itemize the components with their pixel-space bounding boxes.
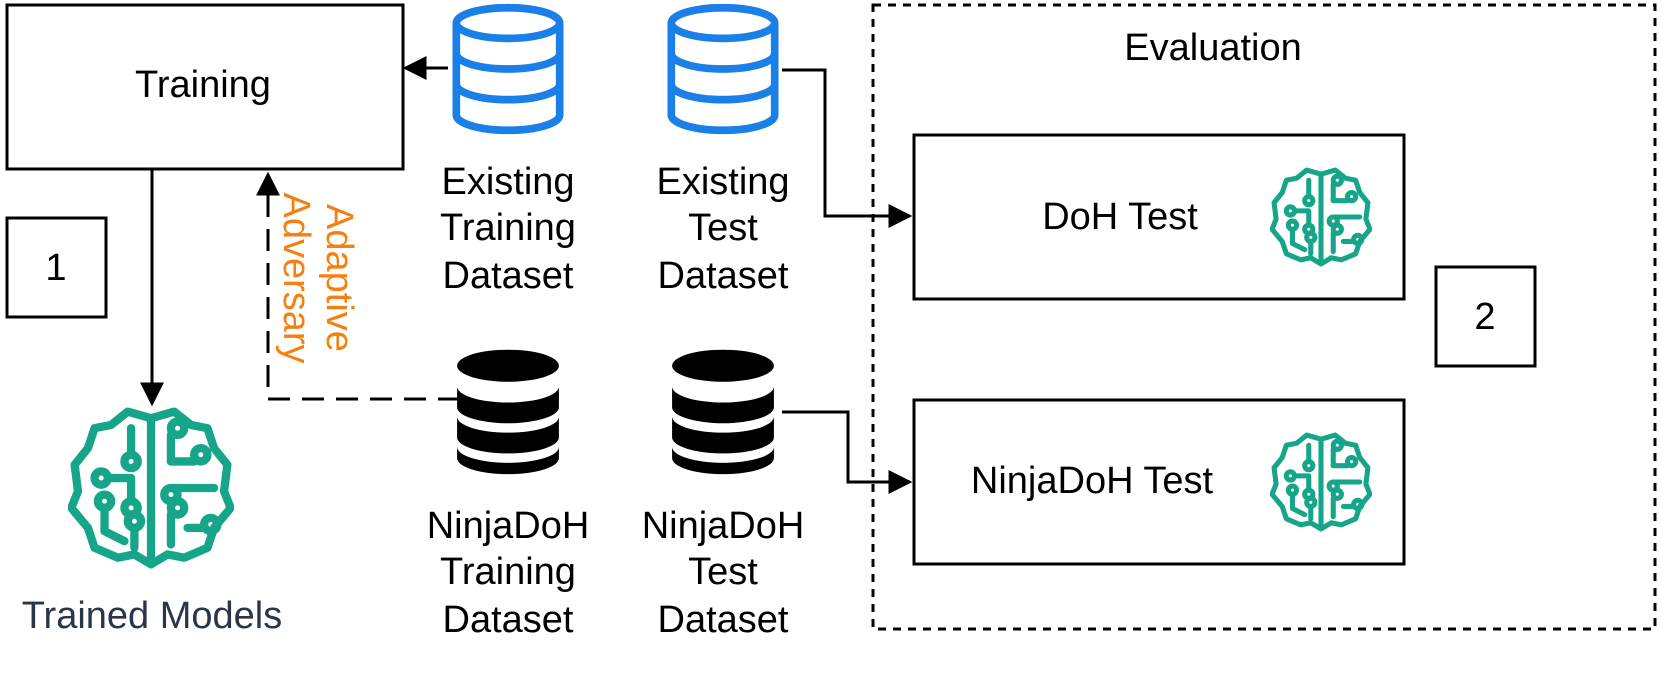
existing-test-to-doh-arrow xyxy=(782,68,913,228)
existing-training-dataset-icon xyxy=(456,8,559,131)
existing-training-line2: Training xyxy=(440,207,576,249)
step-two-label: 2 xyxy=(1474,296,1495,338)
ninjadoh-test-label: NinjaDoH Test xyxy=(971,460,1214,502)
ninjadoh-training-line1: NinjaDoH xyxy=(427,505,590,547)
ninjadoh-training-line2: Training xyxy=(440,551,576,593)
existing-test-line3: Dataset xyxy=(658,255,789,297)
ninjadoh-test-dataset-icon xyxy=(672,349,774,475)
step-one-box xyxy=(5,216,108,319)
step-two-box xyxy=(1434,265,1537,368)
training-box xyxy=(5,3,405,171)
ninjadoh-test-line3: Dataset xyxy=(658,599,789,641)
ninjadoh-test-line1: NinjaDoH xyxy=(642,505,805,547)
existing-training-line1: Existing xyxy=(441,161,574,203)
ninjadoh-training-line3: Dataset xyxy=(443,599,574,641)
trained-models-brain-icon xyxy=(71,412,230,565)
ninjadoh-test-to-ninjadoh-arrow xyxy=(782,410,913,494)
adversary-feedback-arrow xyxy=(256,171,460,401)
ninjadoh-test-line2: Test xyxy=(688,551,758,593)
existing-test-line1: Existing xyxy=(656,161,789,203)
step-one-label: 1 xyxy=(45,247,66,289)
adversary-label: Adaptive Adversary xyxy=(275,192,360,363)
training-label: Training xyxy=(135,64,271,106)
existing-training-line3: Dataset xyxy=(443,255,574,297)
existing-test-dataset-icon xyxy=(671,8,774,131)
evaluation-container xyxy=(871,3,1657,631)
adversary-line1: Adaptive xyxy=(318,204,360,352)
evaluation-title: Evaluation xyxy=(1124,27,1301,69)
doh-test-label: DoH Test xyxy=(1042,196,1198,238)
adversary-line2: Adversary xyxy=(275,192,317,363)
ninjadoh-training-dataset-icon xyxy=(457,349,559,475)
trained-models-label: Trained Models xyxy=(22,595,283,637)
existing-test-line2: Test xyxy=(688,207,758,249)
